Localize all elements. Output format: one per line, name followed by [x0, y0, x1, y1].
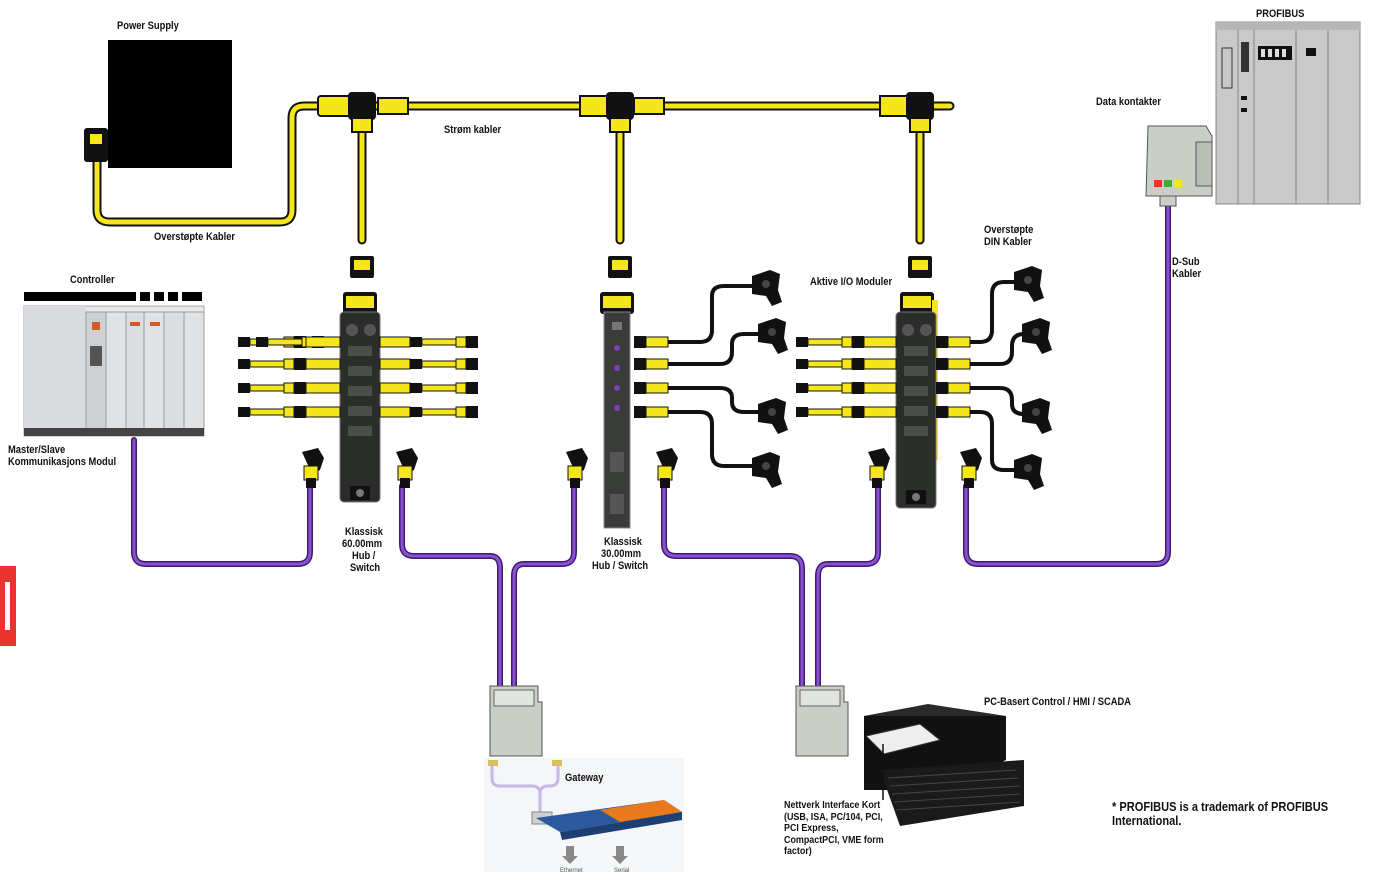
klassisk30-label-1: Klassisk	[604, 536, 642, 548]
strom-kabler-label: Strøm kabler	[444, 124, 502, 136]
profibus-plc	[1215, 21, 1361, 205]
klassisk30-label-3: Hub / Switch	[592, 560, 649, 572]
pc-based-label: PC-Basert Control / HMI / SCADA	[984, 696, 1132, 708]
controller-rack	[23, 291, 205, 437]
din-stubs-right	[936, 266, 1052, 490]
overstopte-din-label-2: DIN Kabler	[984, 236, 1032, 248]
data-elbow-connectors	[302, 448, 982, 488]
klassisk60-label-4: Switch	[350, 562, 381, 574]
din-cables-right	[968, 280, 1032, 472]
power-supply-connector	[84, 128, 108, 162]
aktive-io-label: Aktive I/O Moduler	[810, 276, 893, 288]
data-cables	[131, 201, 1171, 688]
nic-description: Nettverk Interface Kort (USB, ISA, PC/10…	[784, 799, 884, 857]
dsub-label-1: D-Sub	[1172, 256, 1200, 268]
overstopte-din-label-1: Overstøpte	[984, 224, 1034, 236]
pc-plug	[795, 685, 849, 757]
master-slave-label-1: Master/Slave	[8, 444, 66, 456]
klassisk30-label-2: 30.00mm	[601, 548, 642, 560]
data-kontakter-plug	[1145, 125, 1213, 207]
power-supply-label: Power Supply	[117, 20, 179, 32]
klassisk60-label-2: 60.00mm	[342, 538, 383, 550]
power-drop-connectors	[350, 256, 932, 278]
din-cables-middle	[666, 284, 762, 468]
dsub-label-2: Kabler	[1172, 268, 1202, 280]
gateway-ethernet-label: Ethernet	[560, 868, 583, 874]
power-supply-box	[108, 40, 232, 168]
din-stubs-middle	[634, 270, 788, 488]
io-cable-stubs-left	[237, 335, 479, 419]
io-cable-stubs-right	[795, 335, 897, 419]
klassisk60-label-1: Klassisk	[345, 526, 383, 538]
pc-hmi-device	[864, 704, 1024, 826]
klassisk60-label-3: Hub /	[352, 550, 376, 562]
gateway-device: Ethernet Serial	[484, 758, 684, 874]
profibus-label: PROFIBUS	[1256, 8, 1305, 20]
controller-label: Controller	[70, 274, 115, 286]
hub-60mm-module	[339, 292, 381, 503]
power-tee-connectors	[317, 92, 934, 133]
gateway-label: Gateway	[565, 772, 604, 784]
power-cables	[92, 101, 955, 245]
gateway-plug	[489, 685, 543, 757]
overstopte-kabler-label: Overstøpte Kabler	[154, 231, 236, 243]
aktive-io-module	[895, 292, 938, 509]
master-slave-label-2: Kommunikasjons Modul	[8, 456, 117, 468]
hub-30mm-module	[600, 292, 634, 529]
trademark-note: * PROFIBUS is a trademark of PROFIBUS In…	[1112, 799, 1329, 828]
data-kontakter-label: Data kontakter	[1096, 96, 1161, 108]
gateway-serial-label: Serial	[614, 868, 629, 874]
